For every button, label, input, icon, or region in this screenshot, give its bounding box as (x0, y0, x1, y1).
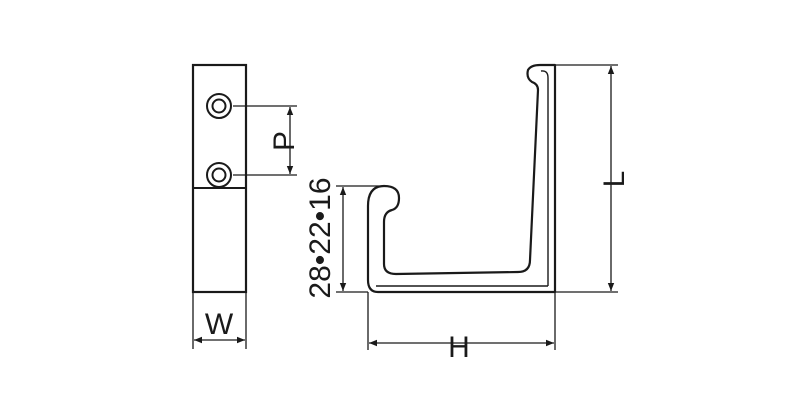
lower-screw-hole-inner (211, 167, 227, 183)
width-label: W (205, 308, 234, 341)
height-label: H (448, 331, 470, 364)
lower-screw-hole-outer (206, 162, 232, 188)
hook-inner-edge-right (540, 70, 549, 286)
upper-screw-hole-inner (211, 98, 227, 114)
front-plate-outline (191, 63, 248, 294)
side-view (336, 63, 618, 350)
length-label: L (598, 171, 631, 188)
sizes-label: 28•22•16 (304, 177, 337, 298)
front-view (191, 63, 297, 349)
hook-outer-contour (366, 63, 557, 294)
upper-screw-hole-outer (206, 93, 232, 119)
pitch-label: P (268, 131, 301, 151)
